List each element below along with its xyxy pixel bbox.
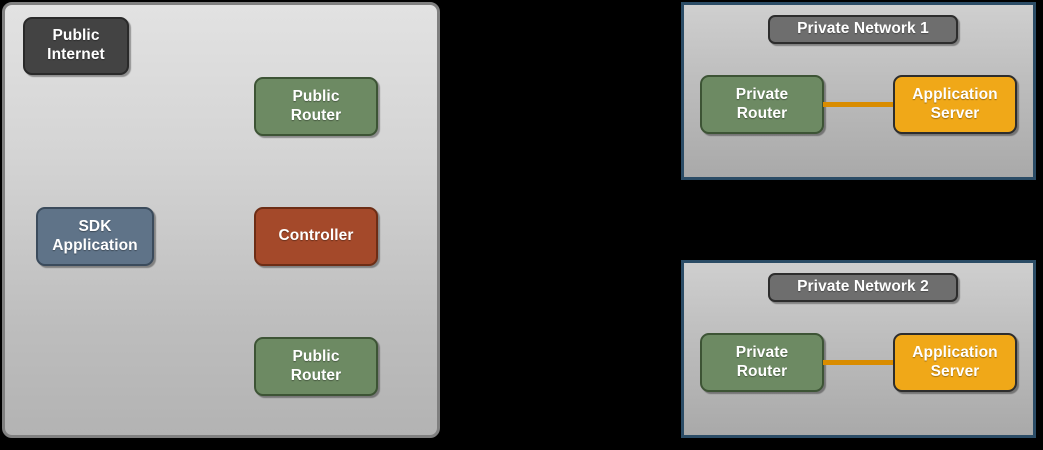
node-application-server-2[interactable]: Application Server	[893, 333, 1017, 392]
node-sdk-application[interactable]: SDK Application	[36, 207, 154, 266]
node-controller[interactable]: Controller	[254, 207, 378, 266]
node-public-router-bottom-label: Public Router	[291, 348, 342, 386]
node-application-server-2-label: Application Server	[912, 344, 998, 382]
node-line-2: Router	[736, 362, 788, 380]
node-line-1: Public	[52, 27, 100, 45]
node-sdk-application-label: SDK Application	[52, 218, 138, 256]
node-public-router-bottom[interactable]: Public Router	[254, 337, 378, 396]
node-line-2: Server	[930, 362, 980, 380]
node-public-router-top[interactable]: Public Router	[254, 77, 378, 136]
node-line-2: Router	[290, 106, 342, 124]
public-zone-panel: Public Internet Public Router SDK Applic…	[2, 2, 440, 438]
connector-private-network-2	[823, 360, 894, 365]
node-line-1: Application	[912, 343, 998, 361]
node-application-server-1-label: Application Server	[912, 86, 998, 124]
node-line-2: Server	[930, 104, 980, 122]
node-application-server-1[interactable]: Application Server	[893, 75, 1017, 134]
node-line-2: Router	[290, 366, 342, 384]
node-public-internet-label: Public Internet	[47, 27, 105, 65]
node-line-1: Private	[735, 343, 789, 361]
private-network-1-title-text: Private Network 1	[797, 20, 929, 38]
private-network-2-panel: Private Network 2 Private Router Applica…	[681, 260, 1036, 438]
node-line-2: Internet	[47, 46, 105, 63]
node-line-1: Public	[292, 347, 340, 365]
node-line-1: Private	[735, 85, 789, 103]
node-public-router-top-label: Public Router	[291, 88, 342, 126]
private-network-1-panel: Private Network 1 Private Router Applica…	[681, 2, 1036, 180]
private-network-2-title-text: Private Network 2	[797, 278, 929, 296]
node-line-1: SDK	[78, 217, 112, 235]
connector-private-network-1	[823, 102, 894, 107]
node-public-internet[interactable]: Public Internet	[23, 17, 129, 75]
private-network-1-title: Private Network 1	[768, 15, 958, 44]
node-line-2: Router	[736, 104, 788, 122]
node-line-2: Application	[52, 236, 138, 254]
node-private-router-1-label: Private Router	[736, 86, 788, 124]
node-private-router-2-label: Private Router	[736, 344, 788, 382]
node-controller-label: Controller	[278, 227, 354, 245]
node-line-1: Application	[912, 85, 998, 103]
node-private-router-1[interactable]: Private Router	[700, 75, 824, 134]
node-private-router-2[interactable]: Private Router	[700, 333, 824, 392]
node-line-1: Public	[292, 87, 340, 105]
private-network-2-title: Private Network 2	[768, 273, 958, 302]
